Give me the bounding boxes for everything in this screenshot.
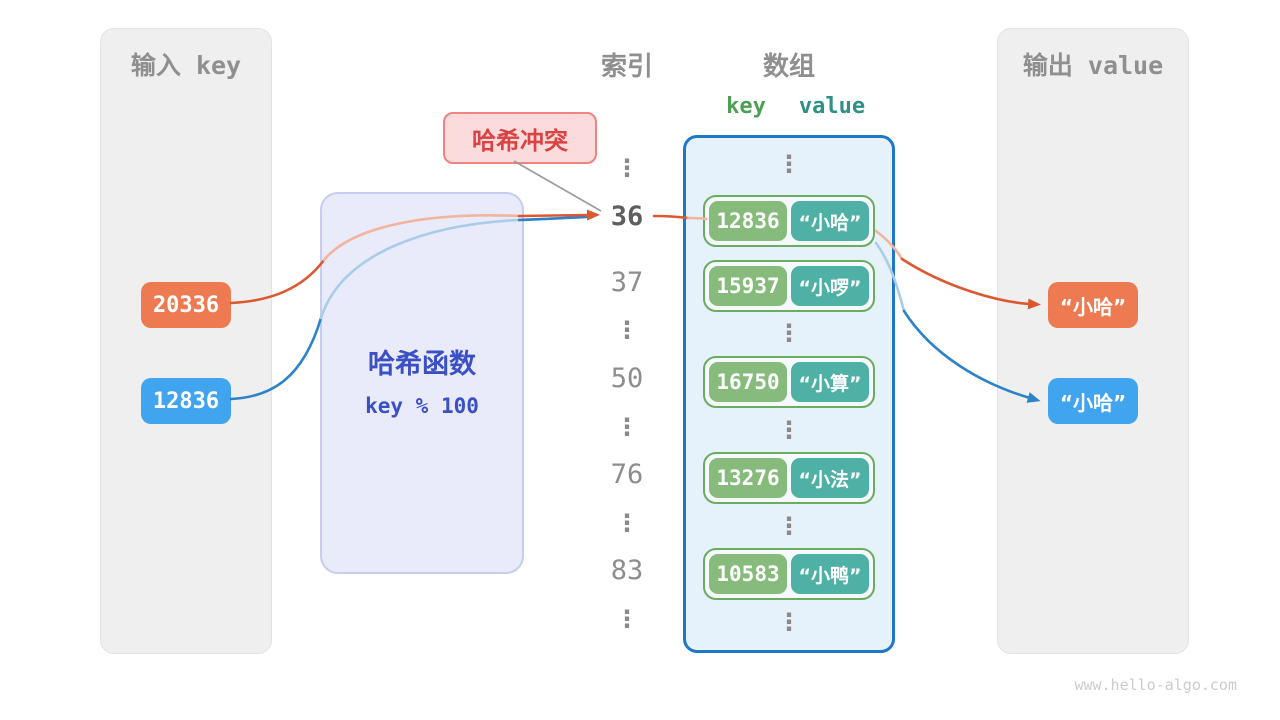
row-value: “小鸭” [791, 554, 869, 594]
index-37: 37 [610, 267, 644, 298]
row-value: “小法” [791, 458, 869, 498]
array-ellipsis: ⋮ [777, 319, 801, 347]
row-key: 10583 [709, 554, 787, 594]
row-key: 12836 [709, 201, 787, 241]
index-76: 76 [610, 459, 644, 490]
index-50: 50 [610, 363, 644, 394]
array-row-16750: 16750 “小算” [703, 356, 875, 408]
index-column-title: 索引 [600, 52, 653, 82]
array-row-12836: 12836 “小哈” [703, 195, 875, 247]
array-row-10583: 10583 “小鸭” [703, 548, 875, 600]
index-ellipsis: ⋮ [615, 316, 639, 344]
input-key-panel: 输入 key 20336 12836 [100, 28, 272, 654]
row-value: “小算” [791, 362, 869, 402]
array-row-13276: 13276 “小法” [703, 452, 875, 504]
output-value-orange: “小哈” [1048, 282, 1138, 328]
watermark: www.hello-algo.com [1074, 676, 1237, 694]
hash-collision-label: 哈希冲突 [443, 112, 597, 164]
row-value: “小啰” [791, 266, 869, 306]
output-value-panel: 输出 value “小哈” “小哈” [997, 28, 1189, 654]
output-value-blue: “小哈” [1048, 378, 1138, 424]
collision-pointer-line [513, 160, 602, 212]
index-83: 83 [610, 555, 644, 586]
array-ellipsis: ⋮ [777, 150, 801, 178]
arrow-hash-to-36-orange [517, 209, 600, 221]
hash-function-name: 哈希函数 [368, 349, 476, 380]
arrow-hash-to-36-blue [517, 215, 588, 222]
value-column-header: value [798, 94, 866, 119]
hash-function-formula: key % 100 [365, 394, 479, 418]
array-ellipsis: ⋮ [777, 416, 801, 444]
index-ellipsis: ⋮ [615, 413, 639, 441]
output-panel-title: 输出 value [1022, 51, 1164, 80]
row-key: 13276 [709, 458, 787, 498]
index-ellipsis: ⋮ [615, 509, 639, 537]
input-panel-title: 输入 key [130, 51, 242, 80]
input-key-12836: 12836 [141, 378, 231, 424]
index-ellipsis: ⋮ [615, 605, 639, 633]
row-value: “小哈” [791, 201, 869, 241]
array-ellipsis: ⋮ [777, 608, 801, 636]
key-column-header: key [726, 94, 766, 119]
input-key-20336: 20336 [141, 282, 231, 328]
row-key: 16750 [709, 362, 787, 402]
index-ellipsis: ⋮ [615, 154, 639, 182]
bucket-array-container: ⋮ 12836 “小哈” 15937 “小啰” ⋮ 16750 “小算” ⋮ 1… [683, 135, 895, 653]
hash-function-box: 哈希函数 key % 100 [320, 192, 524, 574]
array-ellipsis: ⋮ [777, 512, 801, 540]
array-row-15937: 15937 “小啰” [703, 260, 875, 312]
row-key: 15937 [709, 266, 787, 306]
array-column-title: 数组 [762, 52, 815, 82]
index-36: 36 [610, 201, 644, 232]
